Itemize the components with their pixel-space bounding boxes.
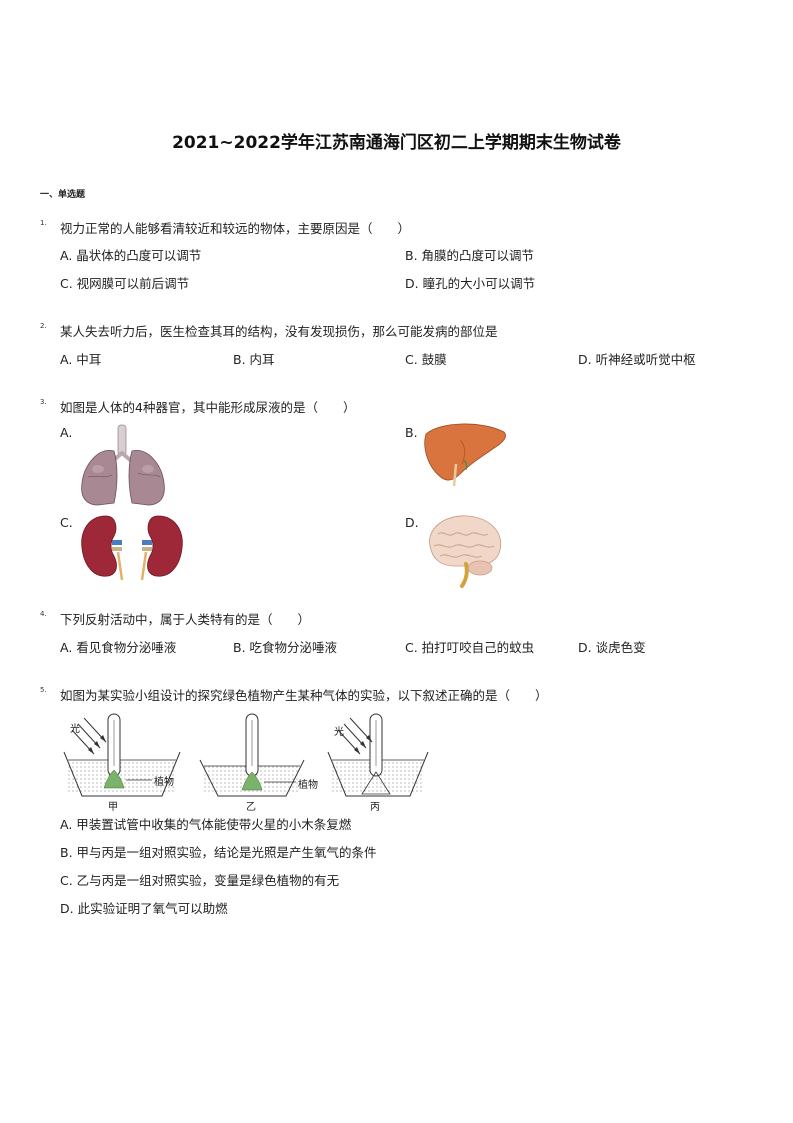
option-b[interactable]: B. 甲与丙是一组对照实验，结论是光照是产生氧气的条件 bbox=[60, 845, 377, 860]
apparatus-label-yi: 乙 bbox=[246, 802, 256, 813]
option-d[interactable]: D. 此实验证明了氧气可以助燃 bbox=[60, 901, 228, 916]
option-b[interactable]: B. 角膜的凸度可以调节 bbox=[405, 248, 535, 263]
question-text: 下列反射活动中，属于人类特有的是（ ） bbox=[60, 612, 311, 627]
apparatus-label-jia: 甲 bbox=[108, 802, 118, 813]
option-d[interactable]: D. 谈虎色变 bbox=[578, 640, 646, 655]
apparatus-yi bbox=[199, 713, 305, 797]
lungs-image bbox=[81, 424, 165, 506]
light-label: 光 bbox=[334, 727, 344, 738]
option-d[interactable]: D. bbox=[405, 515, 419, 530]
apparatus-jia bbox=[63, 713, 181, 797]
liver-image bbox=[424, 423, 506, 487]
option-a[interactable]: A. 晶状体的凸度可以调节 bbox=[60, 248, 202, 263]
plant-label: 植物 bbox=[298, 780, 318, 791]
option-c[interactable]: C. 拍打叮咬自己的蚊虫 bbox=[405, 640, 535, 655]
option-d[interactable]: D. 听神经或听觉中枢 bbox=[578, 352, 696, 367]
question-number: 1. bbox=[40, 219, 47, 227]
light-label: 光 bbox=[70, 724, 80, 735]
plant-label: 植物 bbox=[154, 777, 174, 788]
option-c[interactable]: C. 乙与丙是一组对照实验，变量是绿色植物的有无 bbox=[60, 873, 340, 888]
section-heading: 一、单选题 bbox=[40, 190, 86, 200]
option-a[interactable]: A. 甲装置试管中收集的气体能使带火星的小木条复燃 bbox=[60, 817, 352, 832]
question-text: 如图为某实验小组设计的探究绿色植物产生某种气体的实验，以下叙述正确的是（ ） bbox=[60, 688, 548, 703]
question-text: 视力正常的人能够看清较近和较远的物体，主要原因是（ ） bbox=[60, 221, 411, 236]
apparatus-bing bbox=[327, 713, 429, 797]
option-b[interactable]: B. 吃食物分泌唾液 bbox=[233, 640, 338, 655]
option-d[interactable]: D. 瞳孔的大小可以调节 bbox=[405, 276, 536, 291]
option-a[interactable]: A. 看见食物分泌唾液 bbox=[60, 640, 177, 655]
option-a[interactable]: A. bbox=[60, 425, 73, 440]
experiment-figure bbox=[63, 713, 429, 797]
question-number: 3. bbox=[40, 398, 47, 406]
question-number: 2. bbox=[40, 322, 47, 330]
kidneys-image bbox=[81, 515, 183, 581]
option-a[interactable]: A. 中耳 bbox=[60, 352, 102, 367]
apparatus-label-bing: 丙 bbox=[370, 802, 380, 813]
page-title: 2021~2022学年江苏南通海门区初二上学期期末生物试卷 bbox=[172, 133, 621, 153]
option-c[interactable]: C. 鼓膜 bbox=[405, 352, 447, 367]
option-b[interactable]: B. bbox=[405, 425, 418, 440]
option-c[interactable]: C. bbox=[60, 515, 73, 530]
brain-image bbox=[429, 515, 502, 588]
question-text: 如图是人体的4种器官，其中能形成尿液的是（ ） bbox=[60, 400, 356, 415]
question-number: 4. bbox=[40, 610, 47, 618]
question-number: 5. bbox=[40, 686, 47, 694]
option-b[interactable]: B. 内耳 bbox=[233, 352, 275, 367]
option-c[interactable]: C. 视网膜可以前后调节 bbox=[60, 276, 190, 291]
question-text: 某人失去听力后，医生检查其耳的结构，没有发现损伤，那么可能发病的部位是 bbox=[60, 324, 498, 339]
